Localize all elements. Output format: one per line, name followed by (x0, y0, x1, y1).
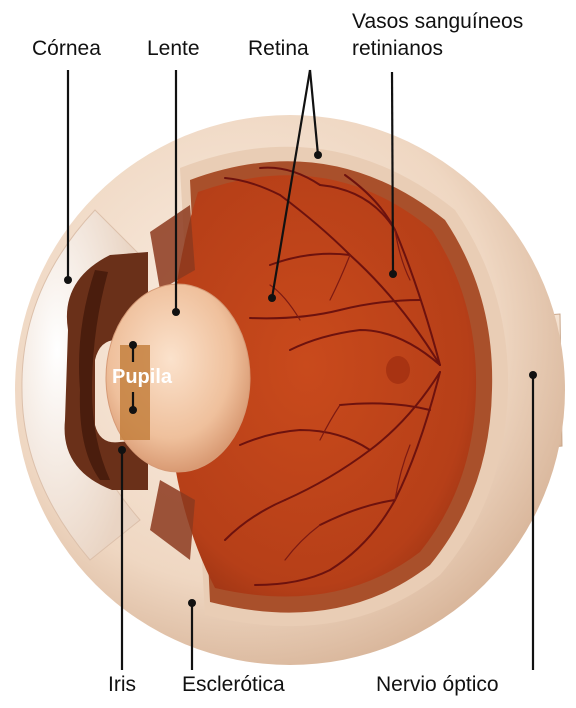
pupil-label: Pupila (112, 366, 172, 388)
cornea-label: Córnea (32, 38, 101, 60)
vessels-label-line1: Vasos sanguíneos (352, 11, 523, 33)
iris-label: Iris (108, 674, 136, 696)
sclera-label: Esclerótica (182, 674, 285, 696)
retina-label: Retina (248, 38, 309, 60)
pupil-opening (120, 345, 150, 440)
vessels-leader (392, 72, 393, 272)
optic-nerve-label: Nervio óptico (376, 674, 499, 696)
lens-label: Lente (147, 38, 200, 60)
fovea-spot (386, 356, 410, 384)
vessels-label-line2: retinianos (352, 38, 443, 60)
